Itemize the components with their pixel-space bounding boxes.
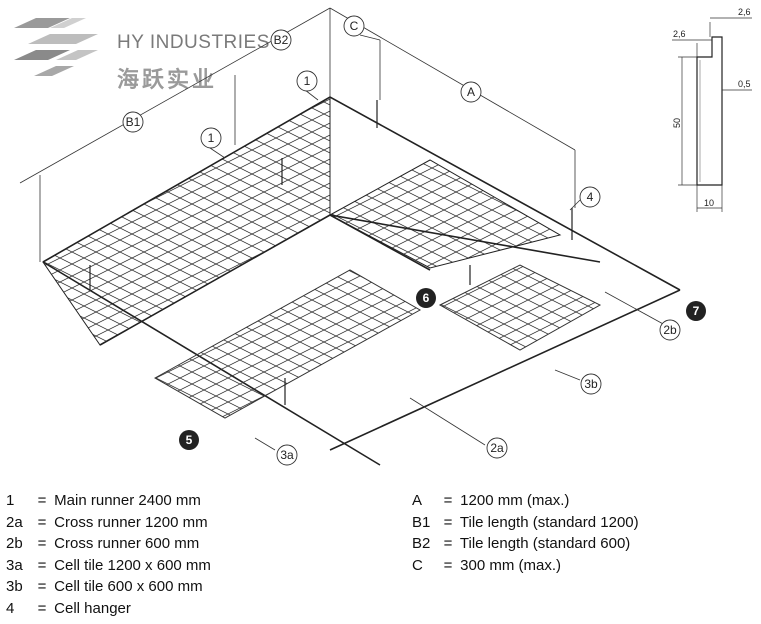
legend-key: B1	[412, 513, 431, 531]
legend-key: 1	[6, 492, 15, 509]
legend-row: 1 = Main runner 2400 mm	[6, 490, 211, 512]
legend-text: Cell tile 600 x 600 mm	[54, 578, 203, 596]
legend-text: Tile length (standard 600)	[459, 535, 631, 553]
dim-height: 50	[672, 118, 682, 128]
brand-logo: HY INDUSTRIES 海跃实业	[10, 10, 269, 93]
legend-key: 2b	[6, 535, 23, 553]
callout-4: 4	[587, 190, 594, 204]
legend-equals: =	[443, 513, 453, 531]
legend-row: A = 1200 mm (max.)	[412, 490, 639, 512]
legend-components: 1 = Main runner 2400 mm 2a = Cross runner …	[6, 490, 211, 620]
legend-text: Cell tile 1200 x 600 mm	[54, 556, 211, 574]
callout-b2: B2	[274, 33, 289, 47]
callout-2b: 2b	[663, 323, 677, 337]
callout-b1: B1	[126, 115, 141, 129]
legend-key: 3a	[6, 556, 23, 574]
legend-row: C = 300 mm (max.)	[412, 555, 639, 577]
legend-key: 4	[6, 599, 15, 617]
legend-text: Cross runner 600 mm	[54, 535, 200, 553]
legend-key: A	[412, 492, 423, 509]
legend-equals: =	[37, 599, 47, 617]
legend-row: B1 = Tile length (standard 1200)	[412, 512, 639, 534]
legend-text: Main runner 2400 mm	[54, 492, 201, 509]
callouts: 1 1 B2 B1 C A 4 6 7 5 2b 3b 3a 2a	[122, 15, 706, 466]
legend-key: B2	[412, 535, 431, 553]
legend-key: 3b	[6, 578, 23, 596]
legend-equals: =	[37, 535, 47, 553]
legend-row: 2b = Cross runner 600 mm	[6, 533, 211, 555]
legend-dimensions: A = 1200 mm (max.) B1 = Tile length (stand…	[412, 490, 639, 576]
legend-equals: =	[443, 556, 453, 574]
runner-profile-section: 2,6 2,6 0,5 50 10	[672, 7, 752, 212]
callout-1-left: 1	[208, 131, 215, 145]
legend-key: C	[412, 556, 423, 574]
callout-c: C	[350, 19, 359, 33]
legend-text: Cross runner 1200 mm	[54, 513, 208, 531]
cell-hangers	[89, 100, 573, 405]
brand-name: HY INDUSTRIES	[117, 32, 270, 53]
legend-row: 3b = Cell tile 600 x 600 mm	[6, 576, 211, 598]
callout-5: 5	[186, 433, 193, 447]
dim-lip: 0,5	[738, 79, 751, 89]
legend-key: 2a	[6, 513, 23, 531]
legend-text: 1200 mm (max.)	[460, 492, 570, 509]
legend-equals: =	[37, 578, 47, 596]
legend-row: 3a = Cell tile 1200 x 600 mm	[6, 555, 211, 577]
dim-left-width: 2,6	[673, 29, 686, 39]
ceiling-grid-diagram: 1 1 B2 B1 C A 4 6 7 5 2b 3b 3a 2a	[19, 7, 752, 466]
legend-equals: =	[37, 556, 47, 574]
legend-text: Cell hanger	[54, 599, 131, 617]
legend-equals: =	[443, 535, 453, 553]
legend-row: 2a = Cross runner 1200 mm	[6, 512, 211, 534]
loose-cell-tiles	[153, 264, 602, 419]
legend-row: B2 = Tile length (standard 600)	[412, 533, 639, 555]
callout-6: 6	[423, 291, 430, 305]
cell-tile-600-panel	[328, 159, 562, 269]
legend-text: Tile length (standard 1200)	[459, 513, 639, 531]
callout-3b: 3b	[584, 377, 598, 391]
legend-equals: =	[37, 492, 47, 509]
callout-1-right: 1	[304, 74, 311, 88]
legend-row: 4 = Cell hanger	[6, 598, 211, 620]
callout-7: 7	[693, 304, 700, 318]
dim-base: 10	[704, 198, 714, 208]
dim-top-width: 2,6	[738, 7, 751, 17]
callout-a: A	[467, 85, 475, 99]
legend-equals: =	[37, 513, 47, 531]
callout-3a: 3a	[280, 448, 294, 462]
brand-chinese-name: 海跃实业	[117, 68, 218, 93]
hy-logo-icon	[14, 18, 98, 76]
legend-equals: =	[443, 492, 453, 509]
legend-text: 300 mm (max.)	[460, 556, 562, 574]
callout-2a: 2a	[490, 441, 504, 455]
